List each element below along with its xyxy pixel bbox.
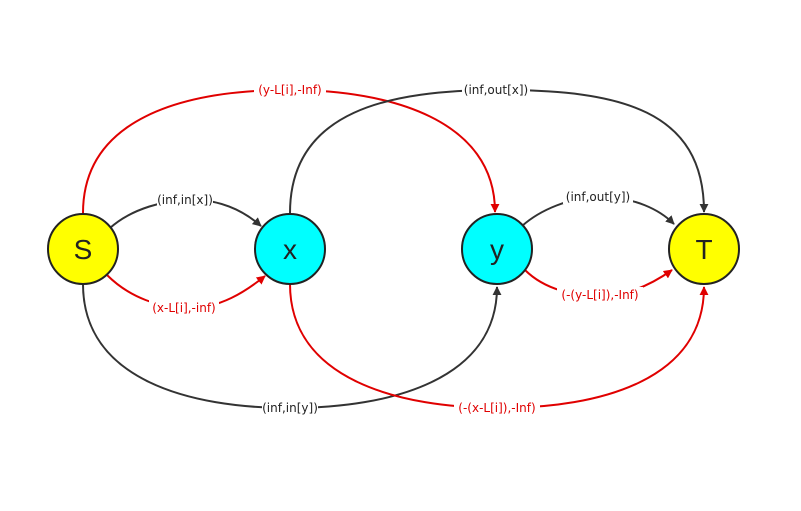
node-s-circle <box>47 213 119 285</box>
edge-label-y-t-black: (inf,out[y]) <box>566 190 630 204</box>
edge-label-s-x-black: (inf,in[x]) <box>157 193 213 207</box>
edge-s-y-red-path <box>82 88 500 214</box>
node-y: y <box>461 213 533 285</box>
node-x: x <box>254 213 326 285</box>
node-t-circle <box>668 213 740 285</box>
node-x-label: x <box>283 234 297 265</box>
edge-label-s-y-black: (inf,in[y]) <box>262 401 318 415</box>
edge-labels: (y-L[i],-Inf) (inf,out[x]) (inf,in[x]) (… <box>149 82 643 415</box>
node-s: S <box>47 213 119 285</box>
node-y-circle <box>461 213 533 285</box>
node-s-label: S <box>74 234 93 265</box>
edge-x-t-black-path <box>289 88 709 214</box>
node-x-circle <box>254 213 326 285</box>
edge-label-s-y-red: (y-L[i],-Inf) <box>258 83 321 97</box>
edge-label-y-t-red: (-(y-L[i]),-Inf) <box>561 288 638 302</box>
edges <box>82 88 709 410</box>
nodes: S x y T <box>47 213 740 285</box>
node-t: T <box>668 213 740 285</box>
edge-s-y-black-path <box>82 283 502 410</box>
edge-label-s-x-red: (x-L[i],-inf) <box>152 301 216 315</box>
edge-label-x-t-black: (inf,out[x]) <box>464 83 528 97</box>
edge-x-t-red-path <box>289 283 709 410</box>
node-y-label: y <box>490 234 504 265</box>
node-t-label: T <box>695 234 712 265</box>
edge-label-x-t-red: (-(x-L[i]),-Inf) <box>458 401 535 415</box>
